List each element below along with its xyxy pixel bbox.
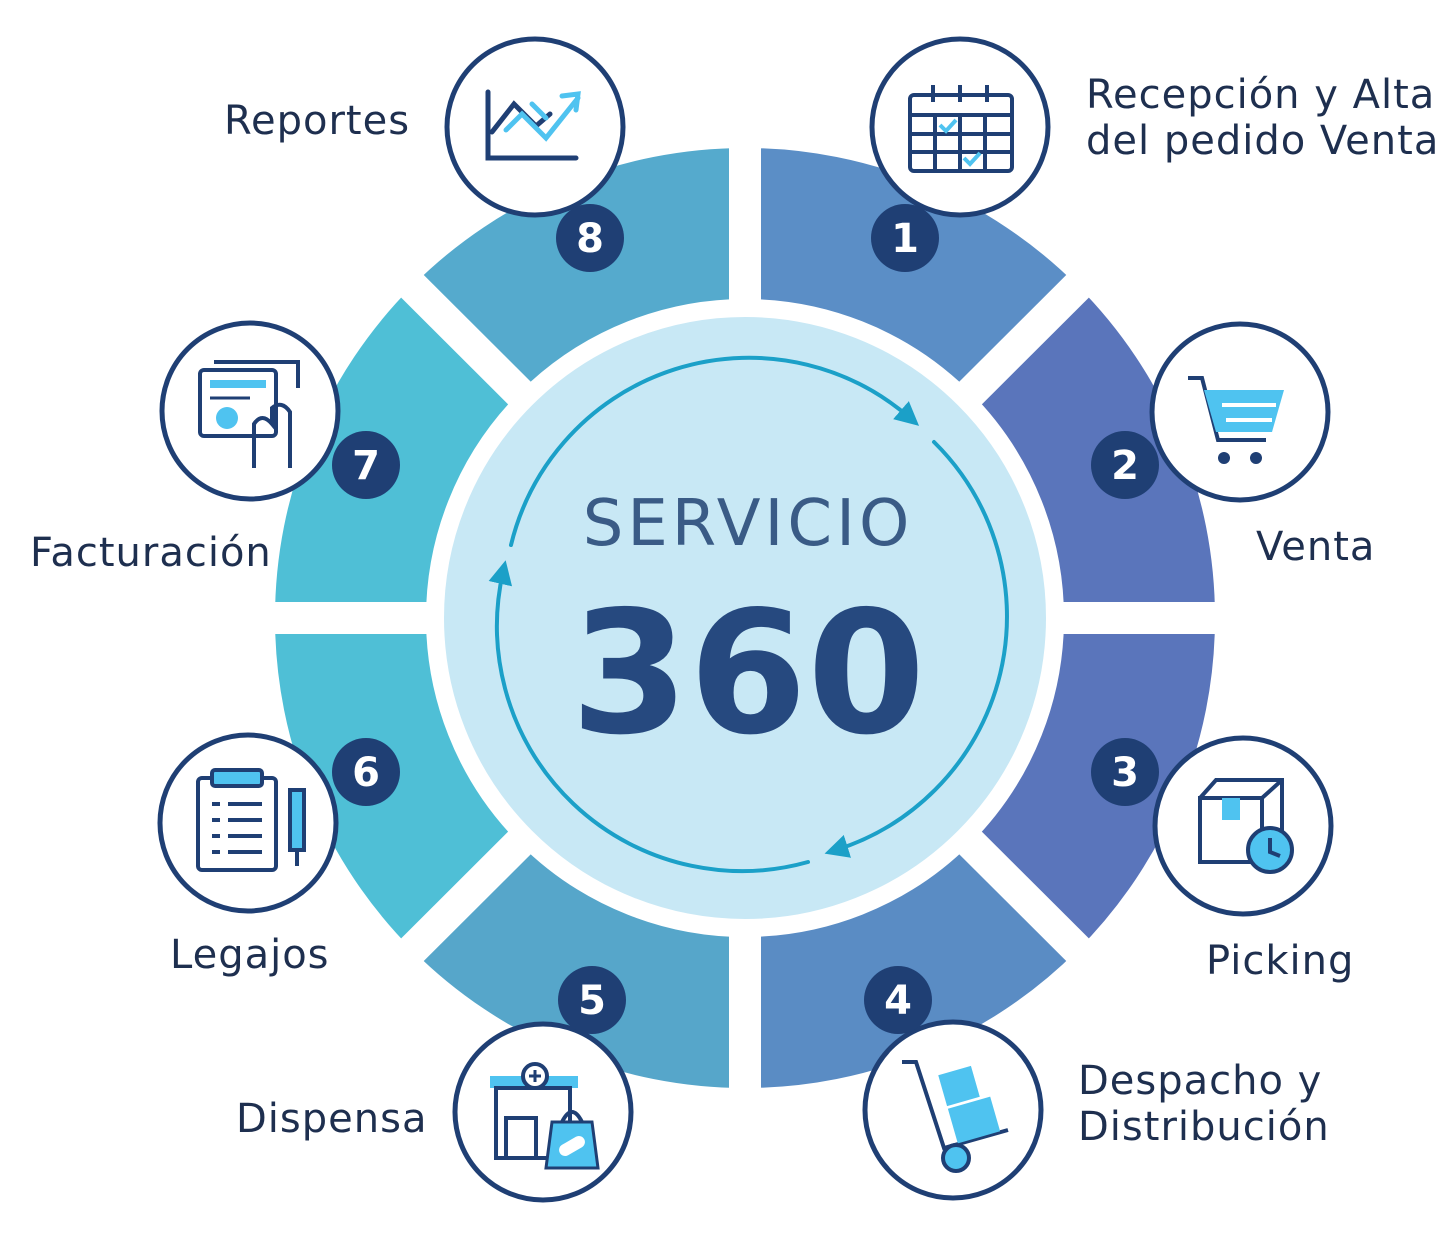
step-4-label: Despacho y Distribución <box>1078 1058 1330 1150</box>
center-title: SERVICIO <box>583 487 914 561</box>
cycle-arrow-bottom <box>488 560 810 874</box>
step-8-number: 8 <box>576 216 604 262</box>
step-6-label: Legajos <box>170 932 330 978</box>
step-7-number: 7 <box>352 443 380 489</box>
step-3-badge-circle <box>1091 738 1159 806</box>
step-6-icon-badge <box>157 732 339 914</box>
chart-icon <box>485 89 581 161</box>
ring-segment-4 <box>745 830 1078 1088</box>
step-4-icon-badge <box>862 1019 1044 1201</box>
clipboard-icon <box>196 768 306 872</box>
cycle-arrows <box>488 355 1009 874</box>
ring-segment-5 <box>412 830 745 1088</box>
step-7-label: Facturación <box>30 530 272 576</box>
step-1-badge-circle <box>871 204 939 272</box>
step-number-badges: 1 2 3 4 5 6 7 8 <box>332 204 1159 1034</box>
center-number: 360 <box>571 575 926 773</box>
ring-segment-1 <box>745 148 1078 406</box>
pharmacy-icon <box>490 1062 600 1170</box>
ring-segment-6 <box>275 618 533 951</box>
step-8-icon-badge <box>444 36 626 218</box>
step-icons <box>157 36 1334 1203</box>
center-circle <box>426 299 1064 937</box>
hand-truck-icon <box>902 1060 1009 1173</box>
box-clock-icon <box>1198 778 1294 874</box>
step-7-badge-circle <box>332 431 400 499</box>
step-4-badge-circle <box>864 966 932 1034</box>
step-4-number: 4 <box>884 978 912 1024</box>
step-5-badge-circle <box>558 966 626 1034</box>
step-5-label: Dispensa <box>236 1096 428 1142</box>
step-3-label: Picking <box>1206 938 1355 984</box>
invoice-icon <box>198 360 300 468</box>
step-3-icon-badge <box>1152 735 1334 917</box>
step-3-number: 3 <box>1111 750 1139 796</box>
cart-icon <box>1188 376 1284 464</box>
step-8-label: Reportes <box>224 98 411 144</box>
ring-segment-8 <box>412 148 745 406</box>
step-6-badge-circle <box>332 738 400 806</box>
cycle-arrow-top <box>509 355 920 547</box>
calendar-icon <box>908 85 1014 173</box>
step-5-number: 5 <box>578 978 606 1024</box>
step-2-badge-circle <box>1091 431 1159 499</box>
ring-segment-7 <box>275 285 533 618</box>
step-8-badge-circle <box>556 204 624 272</box>
step-1-label: Recepción y Alta del pedido Venta <box>1086 72 1440 164</box>
step-1-number: 1 <box>891 216 919 262</box>
step-2-icon-badge <box>1149 321 1331 503</box>
step-2-label: Venta <box>1256 524 1376 570</box>
cycle-arrow-right <box>824 440 1009 858</box>
ring-segments <box>275 148 1215 1088</box>
step-1-icon-badge <box>869 36 1051 218</box>
step-5-icon-badge <box>452 1021 634 1203</box>
step-2-number: 2 <box>1111 443 1139 489</box>
step-7-icon-badge <box>159 320 341 502</box>
ring-segment-3 <box>957 618 1215 951</box>
step-6-number: 6 <box>352 750 380 796</box>
ring-segment-2 <box>957 285 1215 618</box>
